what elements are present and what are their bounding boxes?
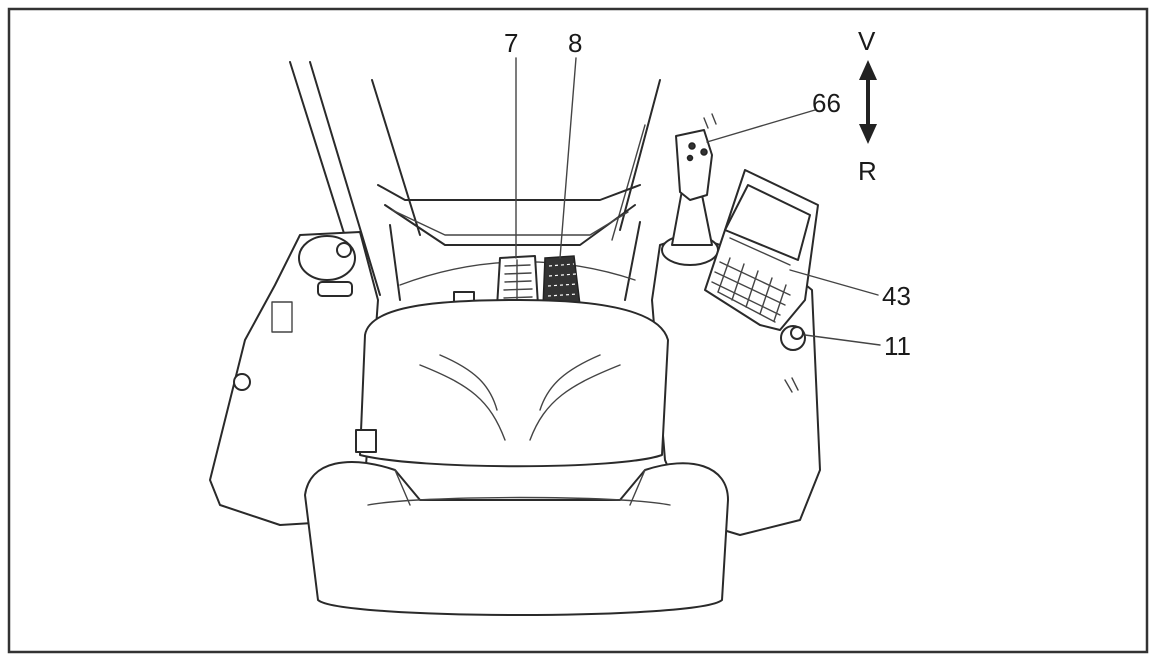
label-direction-reverse: R [858,156,877,186]
terminal-keypad [711,257,791,323]
label-terminal-43: 43 [882,281,911,311]
operator-seat [304,299,729,616]
key-switch-11 [780,325,806,393]
leader-lines [515,57,881,346]
label-direction-forward: V [858,26,876,56]
label-key-switch-11: 11 [884,331,911,361]
pedal-8 [542,255,581,308]
terminal-43 [704,169,819,331]
figure-frame [7,7,1149,654]
direction-double-arrow-icon [859,60,877,144]
joystick [661,113,719,266]
label-pedal-7: 7 [504,28,518,58]
label-joystick-66: 66 [812,88,841,118]
label-pedal-8: 8 [568,28,582,58]
left-console [209,231,379,526]
